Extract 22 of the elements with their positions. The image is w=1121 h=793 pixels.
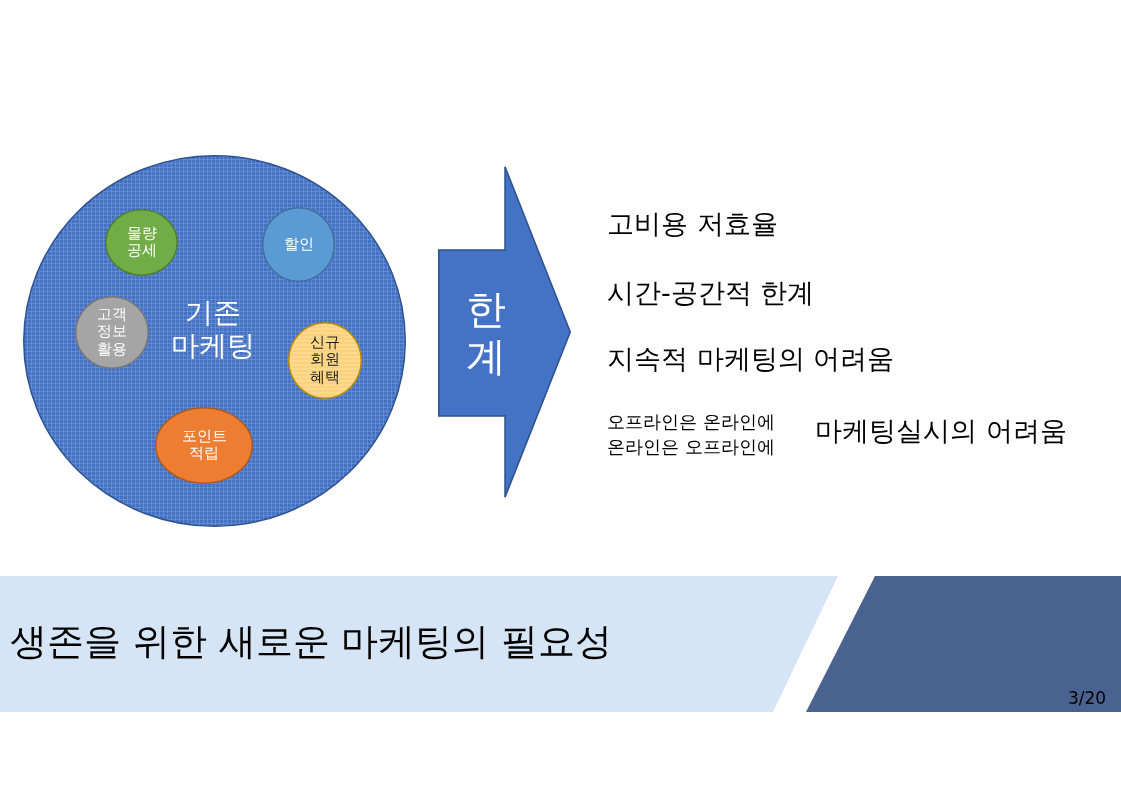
list-item: 마케팅실시의 어려움 xyxy=(815,414,1067,448)
slide-title: 생존을 위한 새로운 마케팅의 필요성 xyxy=(10,619,613,665)
circle-label: 할인 xyxy=(283,235,314,254)
circle-label: 기존 마케팅 xyxy=(171,295,255,363)
circle-node xyxy=(75,296,149,369)
list-item: 시간-공간적 한계 xyxy=(607,276,815,310)
circle-node xyxy=(262,207,335,282)
circle-node xyxy=(288,322,362,399)
note-text: 오프라인은 온라인에 xyxy=(607,411,775,433)
page-number: 3/20 xyxy=(1068,687,1107,709)
circle-node xyxy=(23,155,406,527)
list-item: 고비용 저효율 xyxy=(607,207,778,241)
circle-node xyxy=(105,209,178,276)
list-item: 지속적 마케팅의 어려움 xyxy=(607,342,895,376)
block-arrow xyxy=(438,166,571,498)
circle-label: 물량 공세 xyxy=(126,224,157,261)
circle-node xyxy=(155,407,253,484)
circle-label: 포인트 적립 xyxy=(181,427,227,464)
circle-label: 고객 정보 활용 xyxy=(97,305,127,360)
note-text: 온라인은 오프라인에 xyxy=(607,436,775,458)
arrow-label: 한계 xyxy=(466,285,506,381)
circle-label: 신규 회원 혜택 xyxy=(310,333,340,388)
